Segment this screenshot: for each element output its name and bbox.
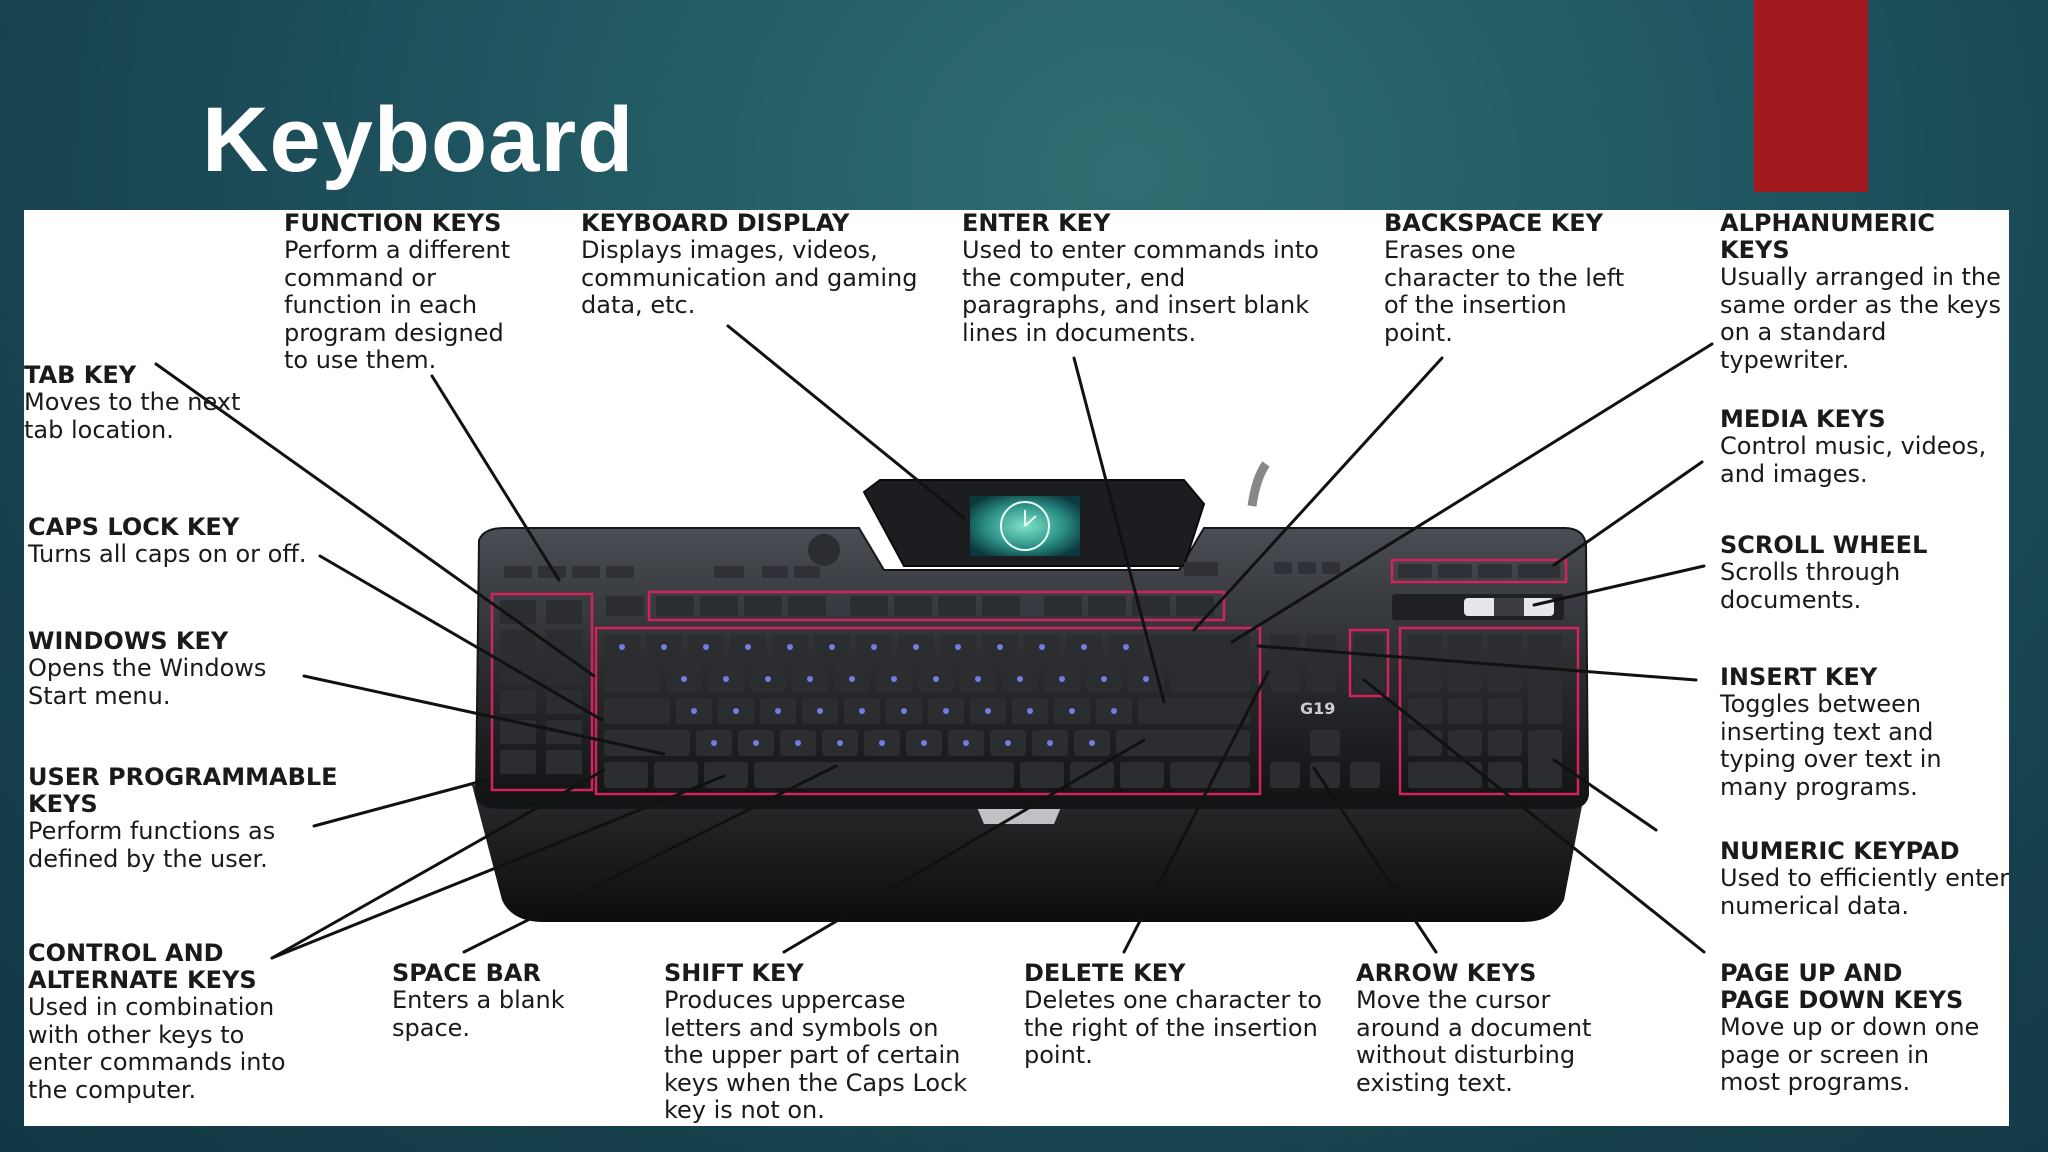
caps-lock-key-desc: Turns all caps on or off. (28, 540, 307, 568)
callout-windows-key: WINDOWS KEY Opens the Windows Start menu… (28, 628, 278, 710)
diagram-panel: G19 (24, 210, 2009, 1126)
callout-media-keys: MEDIA KEYS Control music, videos, and im… (1720, 406, 1990, 488)
palm-rest (472, 785, 1586, 922)
callout-tab-key: TAB KEY Moves to the next tab location. (24, 362, 254, 444)
display-clock (1000, 501, 1050, 551)
page-keys-group (1348, 628, 1390, 698)
scroll-wheel-title: SCROLL WHEEL (1720, 531, 1928, 559)
slide-title: Keyboard (202, 89, 635, 191)
page-up-down-keys-title: PAGE UP AND PAGE DOWN KEYS (1720, 959, 1964, 1014)
user-programmable-keys-desc: Perform functions as defined by the user… (28, 817, 276, 873)
caps-lock-key-title: CAPS LOCK KEY (28, 513, 240, 541)
callout-shift-key: SHIFT KEY Produces uppercase letters and… (664, 960, 984, 1125)
callout-backspace-key: BACKSPACE KEY Erases one character to th… (1384, 210, 1634, 347)
top-controls (504, 562, 1340, 578)
alphanumeric-keys-desc: Usually arranged in the same order as th… (1720, 263, 2001, 374)
insert-key-desc: Toggles between inserting text and typin… (1720, 690, 1942, 801)
keyboard-display-title: KEYBOARD DISPLAY (581, 210, 850, 237)
alphanumeric-keys-group (594, 626, 1262, 796)
windows-key-desc: Opens the Windows Start menu. (28, 654, 267, 710)
callout-insert-key: INSERT KEY Toggles between inserting tex… (1720, 664, 1990, 801)
backspace-key-desc: Erases one character to the left of the … (1384, 236, 1625, 347)
media-keys-desc: Control music, videos, and images. (1720, 432, 1987, 488)
callout-space-bar: SPACE BAR Enters a blank space. (392, 960, 592, 1042)
arrow-keys-title: ARROW KEYS (1356, 959, 1537, 987)
callout-alphanumeric-keys: ALPHANUMERIC KEYS Usually arranged in th… (1720, 210, 2005, 374)
delete-key-title: DELETE KEY (1024, 959, 1186, 987)
media-keys-group (1390, 558, 1568, 584)
media-keys-title: MEDIA KEYS (1720, 405, 1886, 433)
callout-delete-key: DELETE KEY Deletes one character to the … (1024, 960, 1344, 1070)
model-label: G19 (1300, 699, 1335, 718)
callout-function-keys: FUNCTION KEYS Perform a different comman… (284, 210, 534, 375)
numeric-keypad-desc: Used to efficiently enter numerical data… (1720, 864, 2009, 920)
tab-key-desc: Moves to the next tab location. (24, 388, 241, 444)
space-bar-title: SPACE BAR (392, 959, 541, 987)
callout-control-alternate-keys: CONTROL AND ALTERNATE KEYS Used in combi… (28, 940, 288, 1104)
page-up-down-keys-desc: Move up or down one page or screen in mo… (1720, 1013, 1980, 1096)
callout-enter-key: ENTER KEY Used to enter commands into th… (962, 210, 1332, 347)
enter-key-desc: Used to enter commands into the computer… (962, 236, 1319, 347)
shift-key-title: SHIFT KEY (664, 959, 804, 987)
delete-key-desc: Deletes one character to the right of th… (1024, 986, 1322, 1069)
function-keys-desc: Perform a different command or function … (284, 236, 511, 374)
enter-key-title: ENTER KEY (962, 210, 1111, 237)
dpad (808, 534, 840, 566)
tab-key-title: TAB KEY (24, 361, 137, 389)
usb-cable (1247, 461, 1270, 507)
leader-lines (154, 324, 1714, 960)
space-bar-desc: Enters a blank space. (392, 986, 565, 1042)
backspace-key-title: BACKSPACE KEY (1384, 210, 1604, 237)
numeric-keypad-title: NUMERIC KEYPAD (1720, 837, 1960, 865)
keyboard-illustration: G19 (154, 324, 1714, 960)
user-programmable-keys-group (490, 592, 594, 792)
shift-key-desc: Produces uppercase letters and symbols o… (664, 986, 968, 1124)
function-keys-group (647, 590, 1226, 622)
scroll-wheel-desc: Scrolls through documents. (1720, 558, 1901, 614)
insert-key-title: INSERT KEY (1720, 663, 1878, 691)
windows-key-title: WINDOWS KEY (28, 627, 229, 655)
callout-user-programmable-keys: USER PROGRAMMABLE KEYS Perform functions… (28, 764, 348, 873)
control-alternate-keys-desc: Used in combination with other keys to e… (28, 993, 286, 1104)
alphanumeric-keys-title: ALPHANUMERIC KEYS (1720, 210, 1935, 264)
callout-keyboard-display: KEYBOARD DISPLAY Displays images, videos… (581, 210, 921, 320)
numeric-keypad-group (1398, 626, 1580, 796)
function-keys-title: FUNCTION KEYS (284, 210, 502, 237)
callout-caps-lock-key: CAPS LOCK KEY Turns all caps on or off. (28, 514, 368, 569)
arrow-keys-desc: Move the cursor around a document withou… (1356, 986, 1592, 1097)
keyboard-display-desc: Displays images, videos, communication a… (581, 236, 918, 319)
user-programmable-keys-title: USER PROGRAMMABLE KEYS (28, 763, 338, 818)
callout-scroll-wheel: SCROLL WHEEL Scrolls through documents. (1720, 532, 1950, 614)
callout-numeric-keypad: NUMERIC KEYPAD Used to efficiently enter… (1720, 838, 2009, 920)
callout-page-up-down-keys: PAGE UP AND PAGE DOWN KEYS Move up or do… (1720, 960, 1980, 1097)
accent-bar (1754, 0, 1868, 192)
control-alternate-keys-title: CONTROL AND ALTERNATE KEYS (28, 939, 257, 994)
callout-arrow-keys: ARROW KEYS Move the cursor around a docu… (1356, 960, 1636, 1097)
